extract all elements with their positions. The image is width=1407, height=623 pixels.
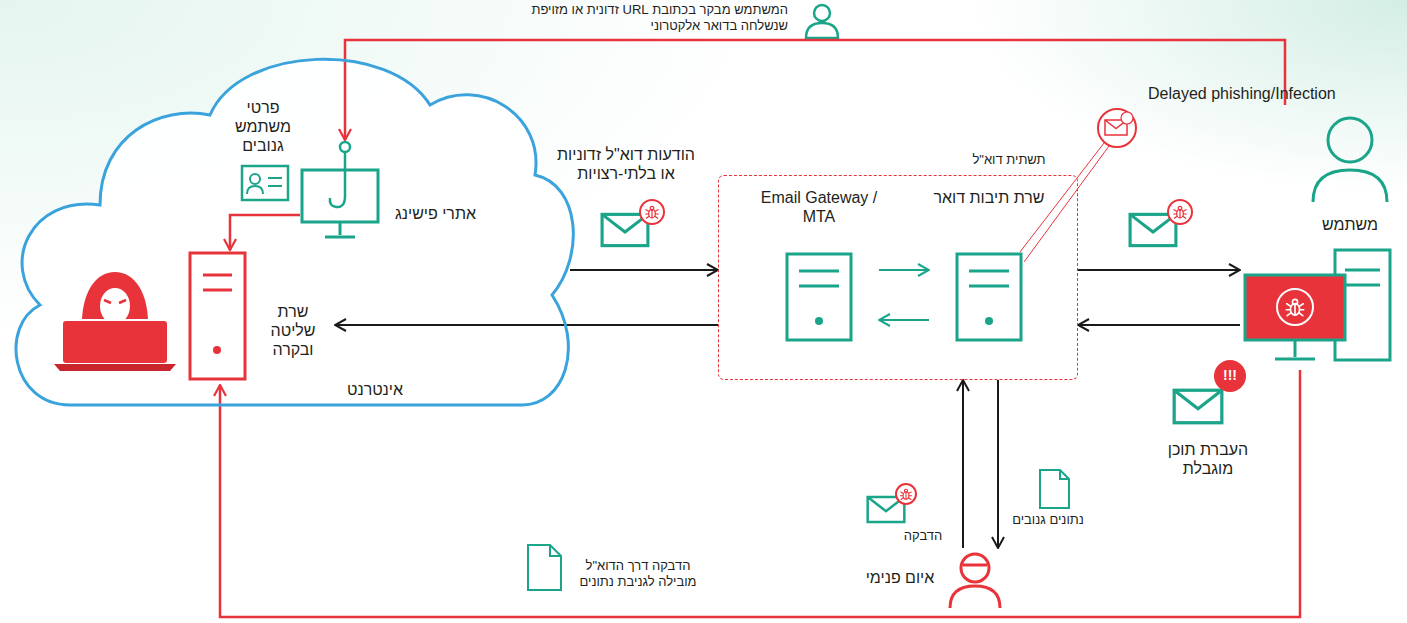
- user-icon: [1305, 110, 1395, 205]
- note-label: העברת תוכן מוגבלת: [1158, 440, 1258, 478]
- node-text: תשתית דוא"ל: [954, 152, 1064, 168]
- document-icon: [1040, 470, 1069, 508]
- node-text: שרת תיבות דואר: [929, 188, 1049, 207]
- node-text: איום פנימי: [860, 568, 940, 587]
- edge-label: הודעות דוא"ל זדוניות או בלתי-רצויות: [550, 145, 702, 183]
- node-text: שרת שליטה ובקרה: [261, 302, 325, 360]
- document-icon: [528, 545, 561, 590]
- server-icon: [185, 250, 255, 385]
- connector: [230, 215, 300, 250]
- edge-label: הדבקה: [893, 528, 953, 544]
- node-text: אינטרנט: [330, 380, 420, 399]
- command-control-server: שרת שליטה ובקרה: [185, 250, 335, 385]
- user-icon: [806, 5, 838, 38]
- connector: [879, 269, 929, 271]
- server-icon: [784, 251, 854, 343]
- connector: [1078, 269, 1240, 271]
- connector: [1078, 324, 1240, 326]
- connector: [345, 40, 1285, 140]
- cloud-ground: [16, 59, 573, 405]
- mailbox-server: שרת תיבות דואר: [929, 188, 1049, 348]
- email-gateway: Email Gateway / MTA: [759, 188, 879, 348]
- connector: [997, 380, 999, 548]
- id-card-icon: [240, 164, 290, 204]
- insider-icon: [945, 548, 1005, 610]
- node-text: Email Gateway / MTA: [759, 188, 879, 226]
- server-icon: [954, 251, 1024, 343]
- internet-cloud: אינטרנט אתרי פישינג פרטי משתמש גנובים שרת ש…: [0, 40, 570, 415]
- connector: [335, 324, 718, 326]
- callout-label: Delayed phishing/Infection: [1148, 84, 1398, 103]
- email-icon: [1130, 200, 1192, 246]
- connector: [879, 319, 929, 321]
- edge-label: הדבקה דרך הדוא"ל מובילה לגניבת נתונים: [568, 558, 708, 589]
- email-icon: [868, 484, 916, 522]
- insider-threat: איום פנימי: [860, 548, 1005, 610]
- computer-icon: [1240, 245, 1400, 370]
- connector: [220, 370, 1300, 617]
- user: משתמש: [1240, 105, 1400, 370]
- node-text: משתמש: [1300, 215, 1400, 234]
- delayed-callout: [1020, 109, 1136, 262]
- email-icon: [1174, 360, 1246, 423]
- connector: [962, 380, 964, 548]
- edge-label: נתונים גנובים: [1012, 512, 1084, 528]
- node-text: פרטי משתמש גנובים: [218, 98, 308, 156]
- email-infrastructure: תשתית דוא"לEmail Gateway / MTAשרת תיבות …: [718, 175, 1078, 380]
- connector: [570, 269, 718, 271]
- alert-mark: !!!: [1214, 367, 1246, 384]
- edge-label: המשתמש מבקר בכתובת URL זדונית או מזויפת …: [488, 2, 788, 33]
- email-icon: [602, 200, 664, 246]
- cloud-outline: [0, 40, 570, 415]
- hacker-figure: [54, 272, 176, 371]
- node-text: אתרי פישינג: [388, 204, 483, 223]
- phishing-sites: אתרי פישינג: [300, 140, 485, 245]
- stolen-credentials: פרטי משתמש גנובים: [218, 98, 308, 208]
- phishing-monitor: [300, 140, 390, 245]
